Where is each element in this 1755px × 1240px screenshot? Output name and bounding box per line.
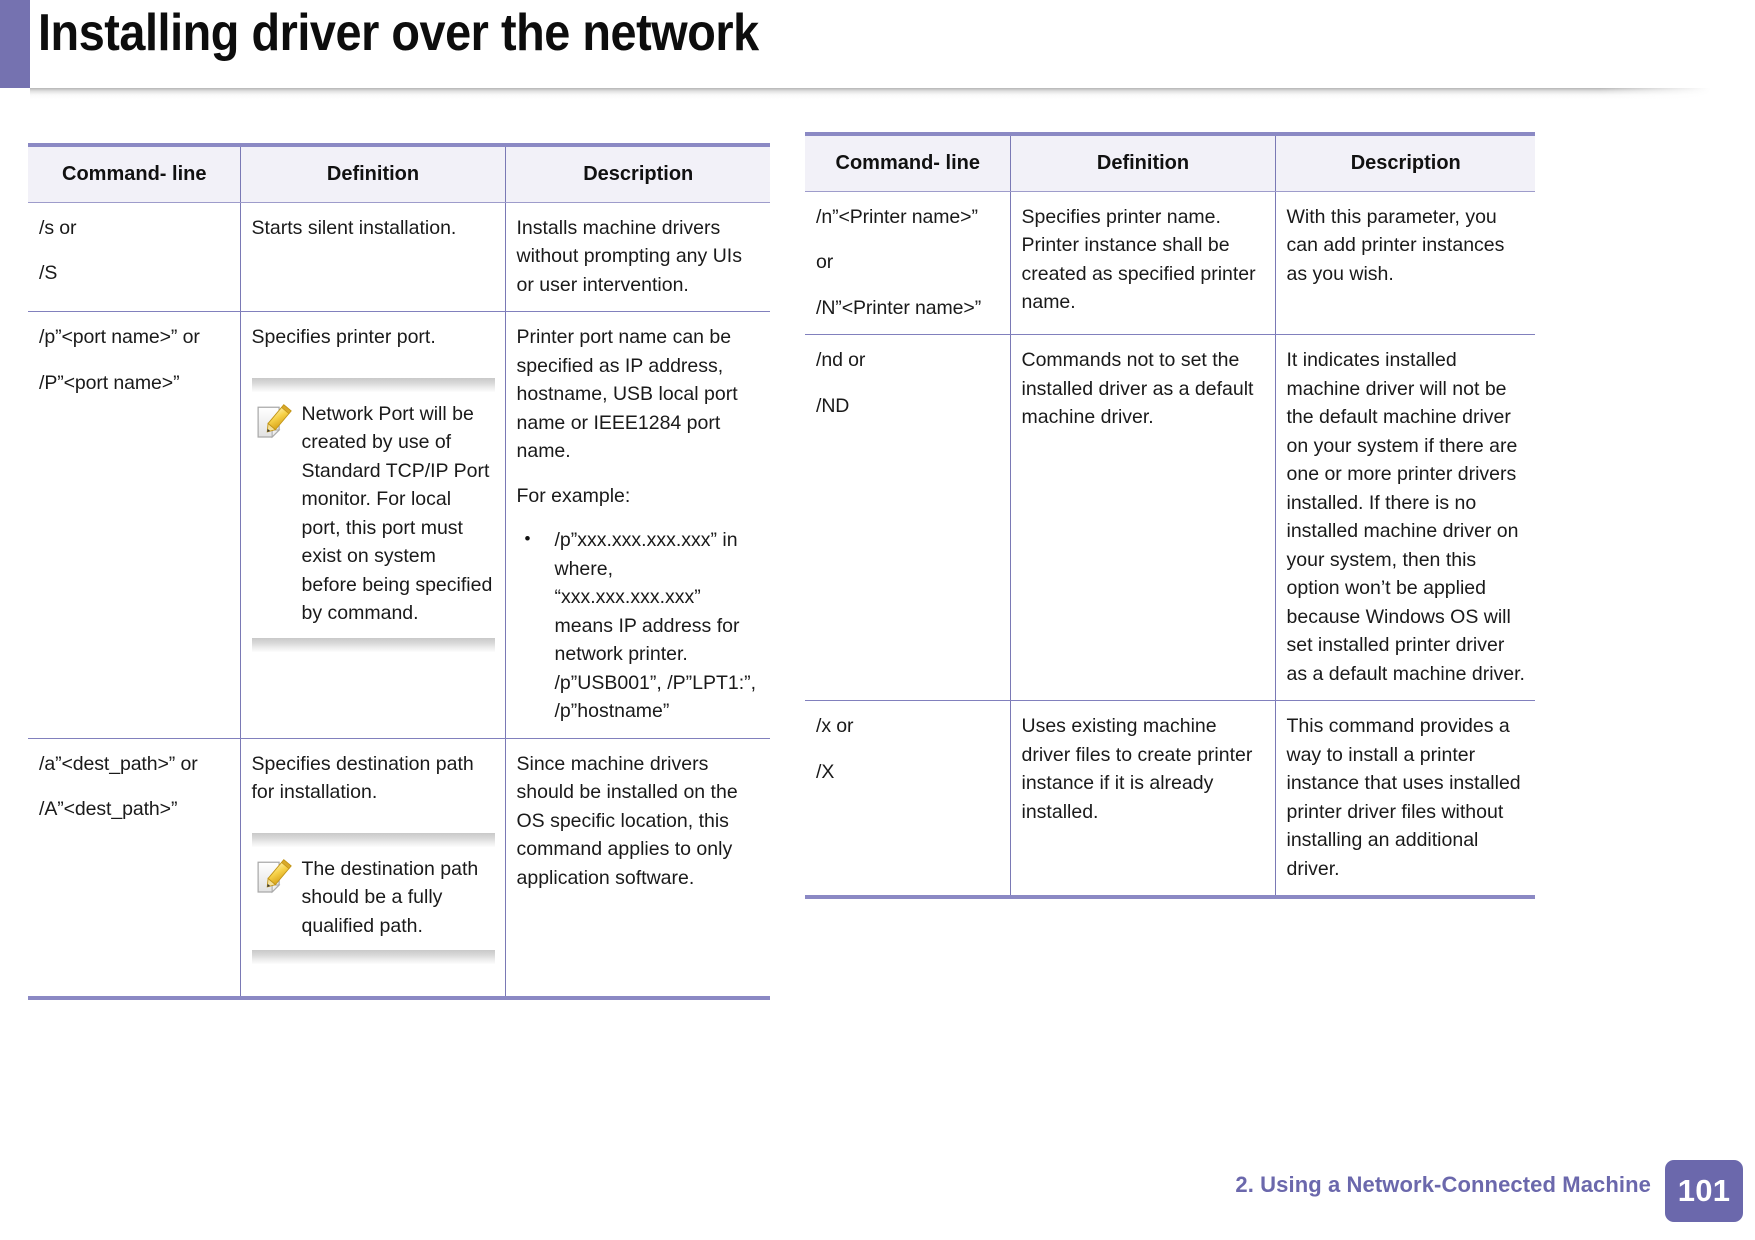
table-header-row: Command- line Definition Description — [28, 143, 770, 203]
cell-definition: Commands not to set the installed driver… — [1009, 334, 1276, 701]
cell-definition: Uses existing machine driver files to cr… — [1009, 700, 1276, 899]
cell-description: It indicates installed machine driver wi… — [1274, 334, 1535, 701]
command-variant: /P”<port name>” — [39, 371, 180, 394]
header-divider — [30, 88, 1720, 99]
command-variant: /N”<Printer name>” — [816, 296, 982, 319]
note-bottom-rule — [251, 637, 495, 652]
footer-chapter-label: 2. Using a Network-Connected Machine — [1235, 1172, 1651, 1197]
note-box: The destination path should be a fully q… — [251, 832, 495, 964]
command-variant: /ND — [816, 394, 850, 417]
column-header-definition: Definition — [1009, 132, 1276, 192]
cell-definition: Specifies printer port. — [239, 311, 506, 739]
command-variant: /p”<port name>” or — [39, 326, 200, 348]
command-variant: /nd or — [816, 349, 866, 371]
page-title: Installing driver over the network — [38, 4, 759, 62]
note-top-rule — [251, 832, 495, 847]
note-bottom-rule — [251, 950, 495, 964]
description-text: Since machine drivers should be installe… — [516, 752, 738, 889]
column-header-description: Description — [504, 143, 770, 203]
cell-definition: Specifies destination path for installat… — [239, 737, 506, 1000]
note-box: Network Port will be created by use of S… — [251, 377, 495, 652]
command-variant: /S — [39, 262, 58, 284]
header-accent-bar — [0, 0, 30, 88]
command-variant: /n”<Printer name>” — [816, 205, 978, 228]
cell-definition: Specifies printer name. Printer instance… — [1009, 190, 1276, 335]
cell-definition: Starts silent installation. — [239, 201, 506, 312]
table-row: /s or /S Starts silent installation. Ins… — [28, 201, 770, 312]
definition-text: Specifies printer port. — [251, 326, 436, 348]
cell-description: This command provides a way to install a… — [1274, 700, 1535, 899]
note-pencil-icon — [257, 858, 292, 893]
description-text: Installs machine drivers without prompti… — [516, 216, 742, 296]
cell-description: With this parameter, you can add printer… — [1274, 190, 1535, 335]
cell-description: Printer port name can be specified as IP… — [504, 311, 770, 739]
column-header-definition: Definition — [239, 143, 506, 203]
command-variant: /X — [816, 760, 835, 783]
table-row: /nd or /ND Commands not to set the insta… — [805, 334, 1535, 701]
column-header-command-line: Command- line — [805, 132, 1011, 192]
cell-command-line: /p”<port name>” or /P”<port name>” — [28, 311, 241, 739]
note-text: Network Port will be created by use of S… — [301, 402, 493, 625]
column-header-description: Description — [1274, 132, 1535, 192]
definition-text: Starts silent installation. — [251, 216, 457, 239]
description-bullet-list: /p”xxx.xxx.xxx.xxx” in where, “xxx.xxx.x… — [517, 525, 761, 726]
column-header-command-line: Command- line — [28, 143, 241, 203]
definition-text: Specifies printer name. Printer instance… — [1021, 205, 1256, 314]
command-variant: or — [816, 251, 834, 273]
cell-description: Since machine drivers should be installe… — [504, 737, 770, 1000]
left-command-table: Command- line Definition Description /s … — [28, 143, 770, 1000]
definition-text: Commands not to set the installed driver… — [1021, 349, 1254, 428]
table-row: /x or /X Uses existing machine driver fi… — [805, 700, 1535, 899]
description-text: This command provides a way to install a… — [1286, 715, 1521, 880]
cell-command-line: /nd or /ND — [805, 334, 1011, 701]
table-row: /n”<Printer name>” or /N”<Printer name>”… — [805, 190, 1535, 335]
cell-command-line: /n”<Printer name>” or /N”<Printer name>” — [805, 190, 1011, 335]
right-command-table: Command- line Definition Description /n”… — [805, 132, 1535, 899]
cell-command-line: /a”<dest_path>” or /A”<dest_path>” — [28, 737, 241, 1000]
description-example-label: For example: — [516, 484, 631, 507]
description-text: It indicates installed machine driver wi… — [1286, 349, 1525, 685]
command-variant: /x or — [816, 715, 854, 737]
table-header-row: Command- line Definition Description — [805, 132, 1535, 192]
note-pencil-icon — [257, 403, 292, 438]
definition-text: Uses existing machine driver files to cr… — [1021, 715, 1253, 823]
cell-command-line: /s or /S — [28, 201, 241, 312]
cell-description: Installs machine drivers without prompti… — [504, 201, 770, 312]
description-text: With this parameter, you can add printer… — [1286, 205, 1505, 285]
command-variant: /s or — [39, 216, 77, 239]
command-variant: /a”<dest_path>” or — [39, 752, 198, 775]
page-number-badge: 101 — [1665, 1160, 1743, 1222]
note-top-rule — [251, 377, 495, 392]
note-text: The destination path should be a fully q… — [301, 857, 479, 937]
table-row: /a”<dest_path>” or /A”<dest_path>” Speci… — [28, 737, 770, 1000]
command-variant: /A”<dest_path>” — [39, 798, 178, 820]
definition-text: Specifies destination path for installat… — [251, 752, 474, 804]
description-text: Printer port name can be specified as IP… — [516, 326, 738, 462]
table-row: /p”<port name>” or /P”<port name>” Speci… — [28, 311, 770, 739]
page-footer: 2. Using a Network-Connected Machine 101 — [0, 1160, 1755, 1222]
cell-command-line: /x or /X — [805, 700, 1011, 899]
list-item: /p”xxx.xxx.xxx.xxx” in where, “xxx.xxx.x… — [517, 525, 761, 726]
page-header: Installing driver over the network — [0, 0, 1755, 99]
